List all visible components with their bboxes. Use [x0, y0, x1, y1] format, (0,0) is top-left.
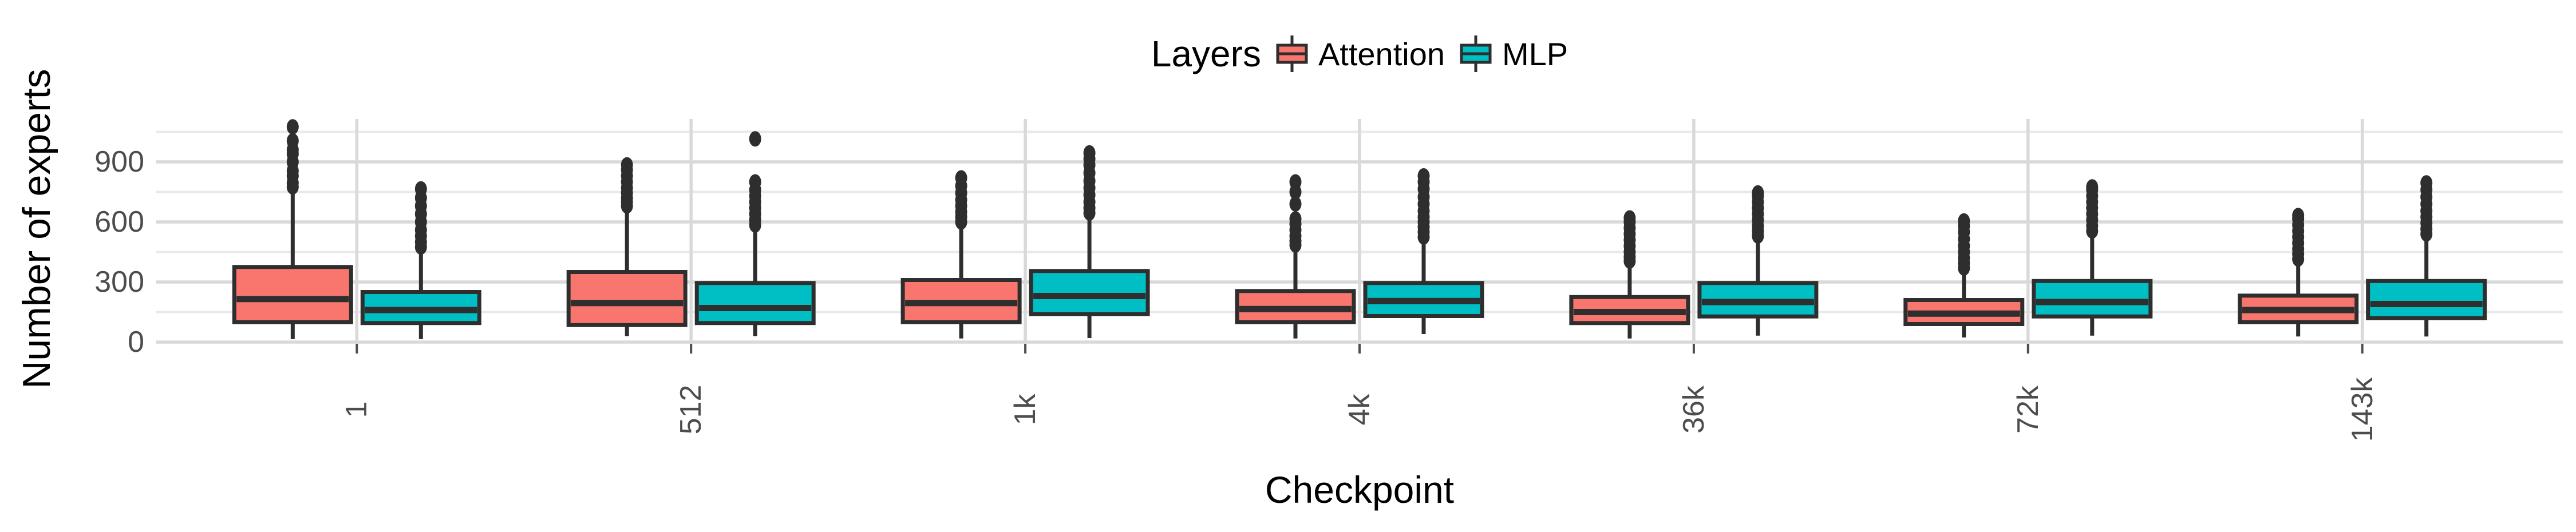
outlier-point [1958, 213, 1970, 229]
outlier-point [1289, 174, 1302, 190]
outlier-point [1289, 196, 1302, 212]
boxplot-key-mlp-icon [1460, 35, 1492, 72]
outlier-point [2086, 179, 2099, 195]
y-tick-label-600: 600 [94, 205, 144, 239]
outlier-point [1083, 145, 1096, 161]
legend-item-mlp: MLP [1457, 33, 1568, 74]
x-tick-label-36k: 36k [1677, 386, 1710, 434]
box-attention [566, 270, 688, 327]
y-tick-label-300: 300 [94, 265, 144, 299]
outlier-point [749, 131, 761, 147]
outlier-point [1623, 210, 1636, 226]
legend-label-mlp: MLP [1502, 35, 1568, 72]
outlier-point [1752, 185, 1764, 201]
box-mlp [2366, 279, 2487, 320]
x-tick-label-4k: 4k [1343, 394, 1376, 426]
x-axis-title: Checkpoint [1265, 469, 1455, 511]
outlier-point [414, 181, 427, 197]
outlier-point [2292, 208, 2305, 224]
outlier-point [749, 174, 761, 190]
outlier-point [1417, 168, 1430, 184]
box-mlp [1029, 269, 1150, 316]
x-tick-label-1: 1 [340, 401, 374, 418]
outlier-point [1289, 211, 1302, 227]
box-mlp [2032, 279, 2153, 319]
legend-label-attention: Attention [1318, 35, 1445, 72]
y-tick-label-0: 0 [128, 325, 144, 359]
box-attention [232, 265, 353, 324]
outlier-point [286, 133, 299, 149]
x-tick-label-512: 512 [674, 384, 708, 435]
box-mlp [694, 281, 816, 325]
outlier-point [621, 157, 633, 173]
boxplot-key-attention-icon [1276, 35, 1308, 72]
outlier-point [2420, 175, 2433, 191]
legend: Layers Attention MLP [143, 30, 2576, 78]
x-tick-label-143k: 143k [2345, 377, 2379, 442]
legend-item-attention: Attention [1274, 33, 1445, 74]
y-tick-label-900: 900 [94, 145, 144, 178]
legend-title: Layers [1151, 33, 1261, 74]
outlier-point [286, 119, 299, 135]
outlier-point [955, 170, 967, 186]
x-tick-label-1k: 1k [1009, 394, 1042, 426]
x-tick-label-72k: 72k [2011, 386, 2045, 434]
